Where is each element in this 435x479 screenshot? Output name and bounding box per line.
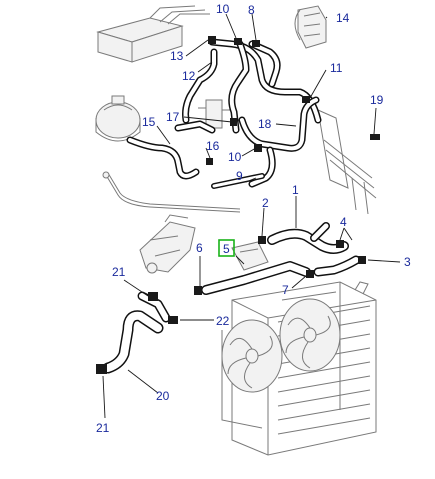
callout-8[interactable]: 8 — [248, 3, 255, 17]
highlighted-part-box — [218, 239, 235, 257]
callout-7[interactable]: 7 — [282, 283, 289, 297]
heater-matrix — [96, 5, 210, 63]
clip-3 — [358, 256, 366, 264]
callout-13[interactable]: 13 — [170, 49, 184, 63]
callout-12[interactable]: 12 — [182, 69, 196, 83]
clip-21-top — [148, 292, 158, 301]
callouts[interactable]: 1 2 3 4 5 6 7 8 9 10 10 11 12 13 14 15 1… — [96, 2, 411, 435]
callout-14[interactable]: 14 — [336, 11, 350, 25]
clip-10-top — [234, 38, 242, 45]
clip-8 — [252, 40, 260, 47]
callout-17[interactable]: 17 — [166, 110, 180, 124]
clip-17 — [230, 118, 237, 126]
callout-21-bottom[interactable]: 21 — [96, 421, 110, 435]
pipe-bracket-assembly — [317, 109, 377, 215]
callout-20[interactable]: 20 — [156, 389, 170, 403]
bolt-19 — [370, 134, 380, 140]
callout-16[interactable]: 16 — [206, 139, 220, 153]
coolant-pipe-rod — [102, 171, 241, 213]
callout-4[interactable]: 4 — [340, 215, 347, 229]
callout-21-top[interactable]: 21 — [112, 265, 126, 279]
clip-21-bottom — [96, 364, 107, 374]
leader-lines — [102, 13, 401, 419]
clip-22 — [168, 316, 178, 324]
clip-6 — [194, 286, 202, 295]
thermostat-housing — [139, 214, 196, 274]
callout-11[interactable]: 11 — [330, 61, 343, 75]
callout-22[interactable]: 22 — [216, 314, 230, 328]
callout-15[interactable]: 15 — [142, 115, 156, 129]
callout-6[interactable]: 6 — [196, 241, 203, 255]
clip-4 — [336, 240, 344, 248]
callout-2[interactable]: 2 — [262, 196, 269, 210]
callout-1[interactable]: 1 — [292, 183, 299, 197]
cooling-fans — [221, 291, 341, 429]
hose-clips — [96, 36, 380, 374]
callout-10-top[interactable]: 10 — [216, 2, 230, 16]
grommet-14 — [294, 5, 327, 49]
callout-9[interactable]: 9 — [236, 169, 243, 183]
expansion-tank — [95, 95, 141, 142]
callout-18[interactable]: 18 — [258, 117, 272, 131]
callout-19[interactable]: 19 — [370, 93, 384, 107]
clip-11 — [302, 96, 310, 103]
clip-13 — [208, 36, 216, 44]
heater-valve — [198, 99, 232, 129]
clip-10-bottom — [254, 144, 262, 152]
clip-2 — [258, 236, 266, 244]
outlet-housing — [231, 241, 269, 271]
clip-7 — [306, 270, 314, 278]
callout-3[interactable]: 3 — [404, 255, 411, 269]
clip-16 — [206, 158, 213, 165]
callout-5[interactable]: 5 — [223, 242, 230, 256]
callout-10-bottom[interactable]: 10 — [228, 150, 242, 164]
